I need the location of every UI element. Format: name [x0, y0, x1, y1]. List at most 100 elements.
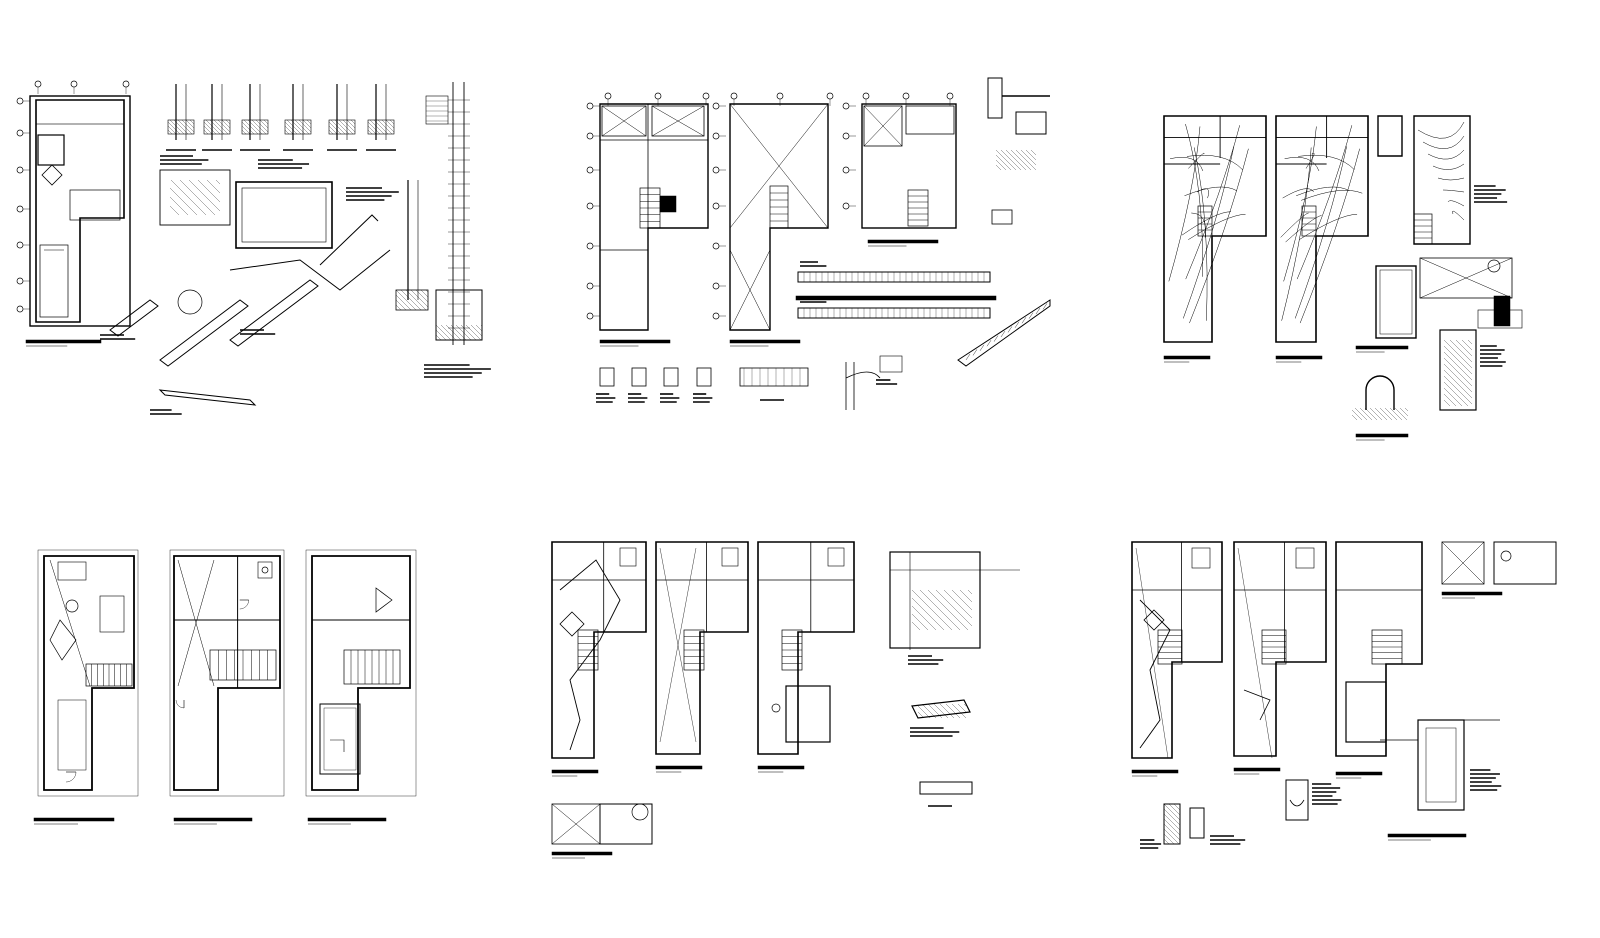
hatch-line: [951, 703, 967, 719]
hatch-line: [911, 613, 929, 631]
hatch-line: [225, 119, 231, 125]
tank-plan: [599, 803, 653, 845]
footing-section: [167, 119, 195, 135]
hatch-line: [1443, 351, 1473, 381]
void-cross: [601, 105, 647, 137]
hatch-line: [221, 119, 231, 129]
stair-slab: [957, 299, 1051, 367]
grid-bubble: [16, 205, 24, 213]
trap-box: [1163, 803, 1181, 845]
hatch-line: [460, 324, 477, 341]
hatch-line: [1449, 339, 1473, 363]
hatch-line: [963, 703, 967, 707]
drawing-title-bar: [1163, 355, 1211, 360]
stair-slab: [109, 299, 159, 337]
hatch-line: [294, 119, 310, 135]
grid-bubble: [826, 92, 834, 100]
hatch-line: [995, 159, 1007, 171]
slab-diagonal: [729, 249, 771, 331]
roof-inner: [1379, 269, 1413, 335]
bathroom-fixture: [1295, 547, 1315, 569]
grid-bubble: [586, 282, 594, 290]
hatch-line: [933, 703, 949, 719]
electrical-circuit: [1280, 212, 1309, 238]
void-diagonal: [49, 559, 91, 687]
hatch-line: [346, 119, 356, 129]
hatch-line: [197, 179, 221, 203]
void-cross: [1441, 541, 1485, 585]
door-swing: [175, 699, 185, 709]
hatch-line: [959, 589, 973, 603]
hatch-line: [400, 289, 422, 311]
grid-bubble: [776, 92, 784, 100]
drain-line: [1243, 689, 1271, 721]
void-diagonal: [1135, 547, 1169, 759]
hatch-line: [445, 324, 462, 341]
beam-detail: [696, 367, 712, 387]
hatch-line: [1384, 407, 1398, 421]
bathroom-fixture: [721, 547, 739, 567]
hatch-line: [167, 129, 173, 135]
electrical-circuit: [1296, 186, 1350, 196]
hatch-line: [328, 121, 342, 135]
cistern-symbol: [559, 611, 585, 637]
grid-bubble: [16, 305, 24, 313]
hatch-line: [203, 121, 217, 135]
hatch-line: [251, 119, 267, 135]
drawing-title-bar: [1335, 771, 1383, 776]
drainage-plan-outline: [1233, 541, 1327, 757]
architectural-plan-outline: [173, 555, 281, 791]
hatch-line: [377, 119, 393, 135]
void-rect: [651, 105, 705, 137]
hatch-line: [410, 289, 429, 308]
hatch-line: [167, 121, 181, 135]
grid-bubble: [712, 166, 720, 174]
hatch-line: [1399, 407, 1409, 417]
round-table: [65, 599, 79, 613]
hatch-line: [911, 621, 921, 631]
roof-drain: [1500, 550, 1512, 562]
electrical-circuit: [1452, 210, 1465, 221]
hatch-line: [1025, 149, 1037, 161]
grid-bubble: [586, 202, 594, 210]
hatch-line: [169, 205, 180, 216]
hatch-line: [995, 149, 1017, 171]
hatch-line: [1178, 803, 1181, 806]
hatch-line: [173, 119, 189, 135]
hatch-line: [1455, 339, 1473, 357]
hatch-line: [1015, 149, 1037, 171]
hatch-line: [350, 119, 356, 125]
slab-strip: [795, 295, 997, 301]
hatch-line: [338, 119, 354, 135]
sheet-sanitary-water: [551, 541, 1020, 859]
hatch-line: [367, 129, 373, 135]
hatch-line: [395, 299, 407, 311]
hatch-line: [395, 289, 417, 311]
hatch-line: [367, 121, 381, 135]
electrical-circuit: [1432, 163, 1465, 170]
door-symbol: [239, 599, 249, 610]
slab-diagonal: [729, 103, 829, 229]
grid-bubble: [902, 92, 910, 100]
hatch-line: [203, 129, 209, 135]
hatch-line: [1443, 375, 1473, 405]
hatch-line: [241, 121, 255, 135]
grid-bubble: [122, 80, 130, 88]
grid-bubble: [712, 102, 720, 110]
grid-bubble: [842, 166, 850, 174]
cistern: [37, 134, 65, 166]
hatch-line: [911, 597, 945, 631]
hatch-line: [967, 589, 973, 595]
room-rect: [57, 699, 87, 771]
hatch-line: [1163, 828, 1180, 845]
hatch-line: [263, 119, 269, 125]
hatch-line: [945, 703, 961, 719]
grid-bubble: [730, 92, 738, 100]
drawing-title-bar: [25, 339, 102, 344]
hatch-line: [405, 289, 427, 311]
electrical-circuit: [1427, 149, 1465, 160]
grid-bubble: [16, 166, 24, 174]
void-cross: [551, 803, 601, 845]
door-swing: [239, 599, 249, 610]
grid-bubble: [16, 241, 24, 249]
